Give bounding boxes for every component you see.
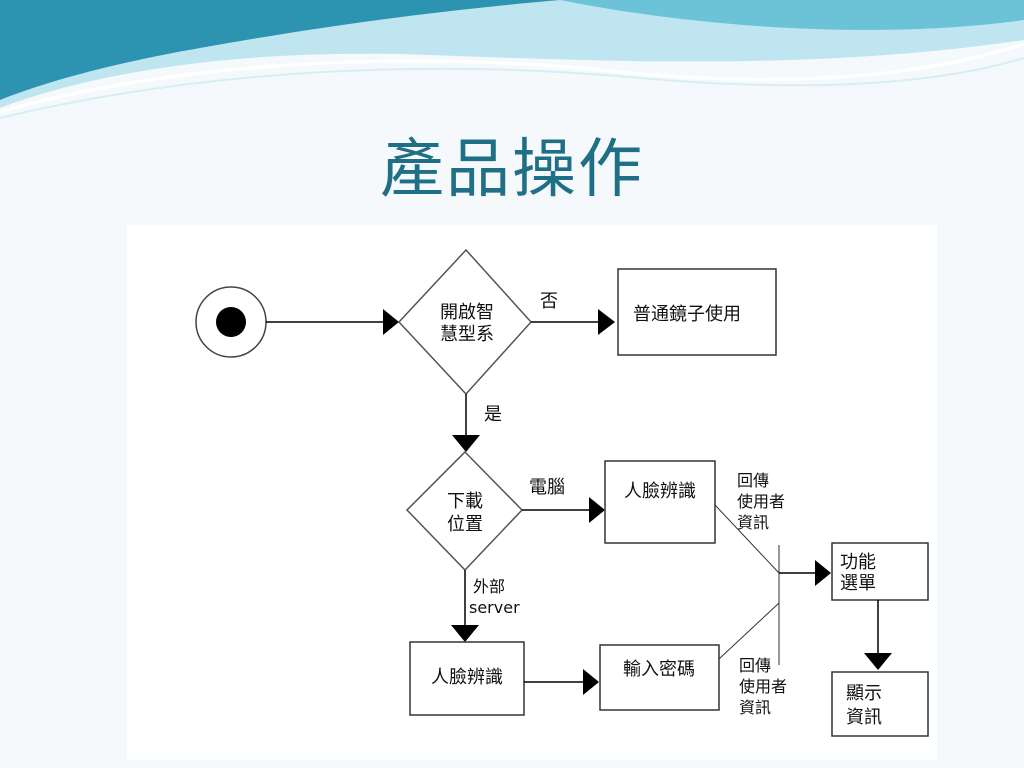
box-function-menu [831,542,929,601]
arrowhead-function-menu [815,560,831,586]
arrowhead-external [451,625,479,642]
decision-download-line1: 下載 [447,491,483,512]
connector-top-diagonal [714,504,780,574]
slide-title: 產品操作 [380,133,644,207]
box-face-recognition-server-label: 人臉辨識 [431,667,503,688]
flowchart: 開啟智 慧型系 否 普通鏡子使用 是 下載 位置 電腦 人臉辨識 回傳 使用者 … [195,248,929,737]
start-node-icon [195,286,267,358]
decision-smart-line1: 開啟智 [440,302,494,323]
box-display-info-line1: 顯示 [846,683,882,704]
flowchart-panel: 開啟智 慧型系 否 普通鏡子使用 是 下載 位置 電腦 人臉辨識 回傳 使用者 … [127,225,937,760]
arrowhead-no [598,309,615,335]
box-face-recognition-server [409,641,525,716]
box-normal-mirror [617,268,777,356]
decision-smart-line2: 慧型系 [440,324,494,345]
header-wave-mid [560,0,1024,30]
edge-no-label: 否 [540,291,558,312]
box-normal-mirror-label: 普通鏡子使用 [633,304,741,325]
arrowhead-yes [452,435,480,452]
return-info-top-line1: 回傳 [737,471,769,490]
header-wave-dark [0,0,560,100]
box-password [599,644,720,711]
return-info-bottom-line1: 回傳 [739,656,771,675]
decision-download-line2: 位置 [447,514,483,535]
arrowhead-start [383,309,399,335]
box-function-menu-line2: 選單 [840,573,876,594]
return-info-bottom-line3: 資訊 [739,698,771,717]
box-password-label: 輸入密碼 [623,659,695,680]
edge-external-line2: server [469,598,520,617]
box-display-info [831,671,929,737]
edge-computer-label: 電腦 [529,477,565,498]
box-face-recognition-computer-label: 人臉辨識 [624,481,696,502]
arrowhead-password [583,669,599,695]
connector-bottom-diagonal [718,602,780,660]
arrowhead-computer [589,497,605,523]
return-info-top-line3: 資訊 [737,513,769,532]
header-wave-line [0,42,1024,114]
box-face-recognition-computer [604,460,716,544]
return-info-bottom-line2: 使用者 [739,677,787,696]
box-display-info-line2: 資訊 [846,707,882,728]
edge-yes-label: 是 [484,404,502,425]
arrowhead-display [864,653,892,670]
box-function-menu-line1: 功能 [840,552,876,573]
edge-external-line1: 外部 [473,577,505,596]
header-wave-line-2 [0,57,1024,119]
return-info-top-line2: 使用者 [737,492,785,511]
